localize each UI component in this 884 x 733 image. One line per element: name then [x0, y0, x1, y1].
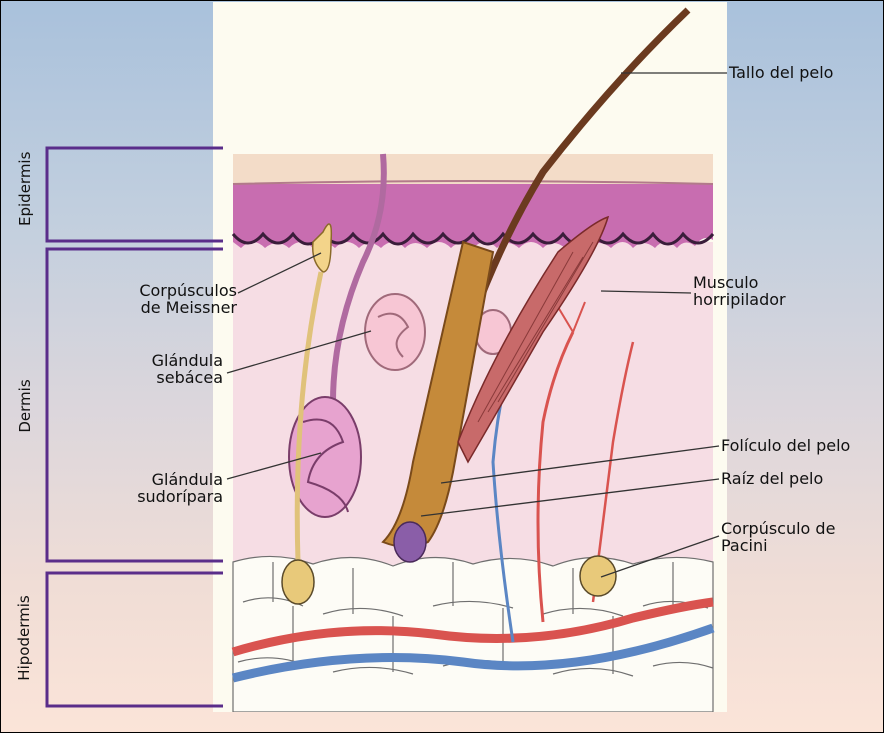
label-raiz-del-pelo: Raíz del pelo: [721, 470, 823, 487]
label-pacini-line2: Pacini: [721, 537, 835, 554]
label-corpusculo-pacini: Corpúsculo de Pacini: [721, 520, 835, 554]
label-glandula-sebacea: Glándula sebácea: [67, 352, 223, 386]
leader-lines: [227, 73, 727, 577]
label-glandula-sudoripara: Glándula sudorípara: [67, 471, 223, 505]
label-sebacea-line1: Glándula: [67, 352, 223, 369]
leader-foliculo: [441, 446, 719, 483]
label-musculo-horripilador: Musculo horripilador: [693, 274, 786, 308]
hipodermis-bracket: [47, 573, 223, 706]
label-meissner-line2: de Meissner: [67, 299, 237, 316]
label-sudoripara-line1: Glándula: [67, 471, 223, 488]
label-sebacea-line2: sebácea: [67, 369, 223, 386]
label-hipodermis: Hipodermis: [15, 593, 33, 683]
label-sudoripara-line2: sudorípara: [67, 488, 223, 505]
label-foliculo-del-pelo: Folículo del pelo: [721, 437, 850, 454]
leader-musculo: [601, 291, 691, 293]
label-pacini-line1: Corpúsculo de: [721, 520, 835, 537]
leader-raiz: [421, 479, 719, 516]
label-epidermis: Epidermis: [16, 162, 34, 226]
label-tallo-del-pelo: Tallo del pelo: [729, 64, 833, 81]
label-dermis: Dermis: [16, 376, 34, 436]
label-meissner-line1: Corpúsculos: [67, 282, 237, 299]
label-musculo-line2: horripilador: [693, 291, 786, 308]
leader-meissner: [238, 253, 321, 293]
label-musculo-line1: Musculo: [693, 274, 786, 291]
leader-sudoripara: [227, 453, 321, 479]
epidermis-bracket: [47, 148, 223, 241]
leader-sebacea: [227, 331, 371, 373]
label-corpusculos-meissner: Corpúsculos de Meissner: [67, 282, 237, 316]
layer-brackets: [47, 148, 223, 706]
leader-pacini: [601, 536, 719, 577]
